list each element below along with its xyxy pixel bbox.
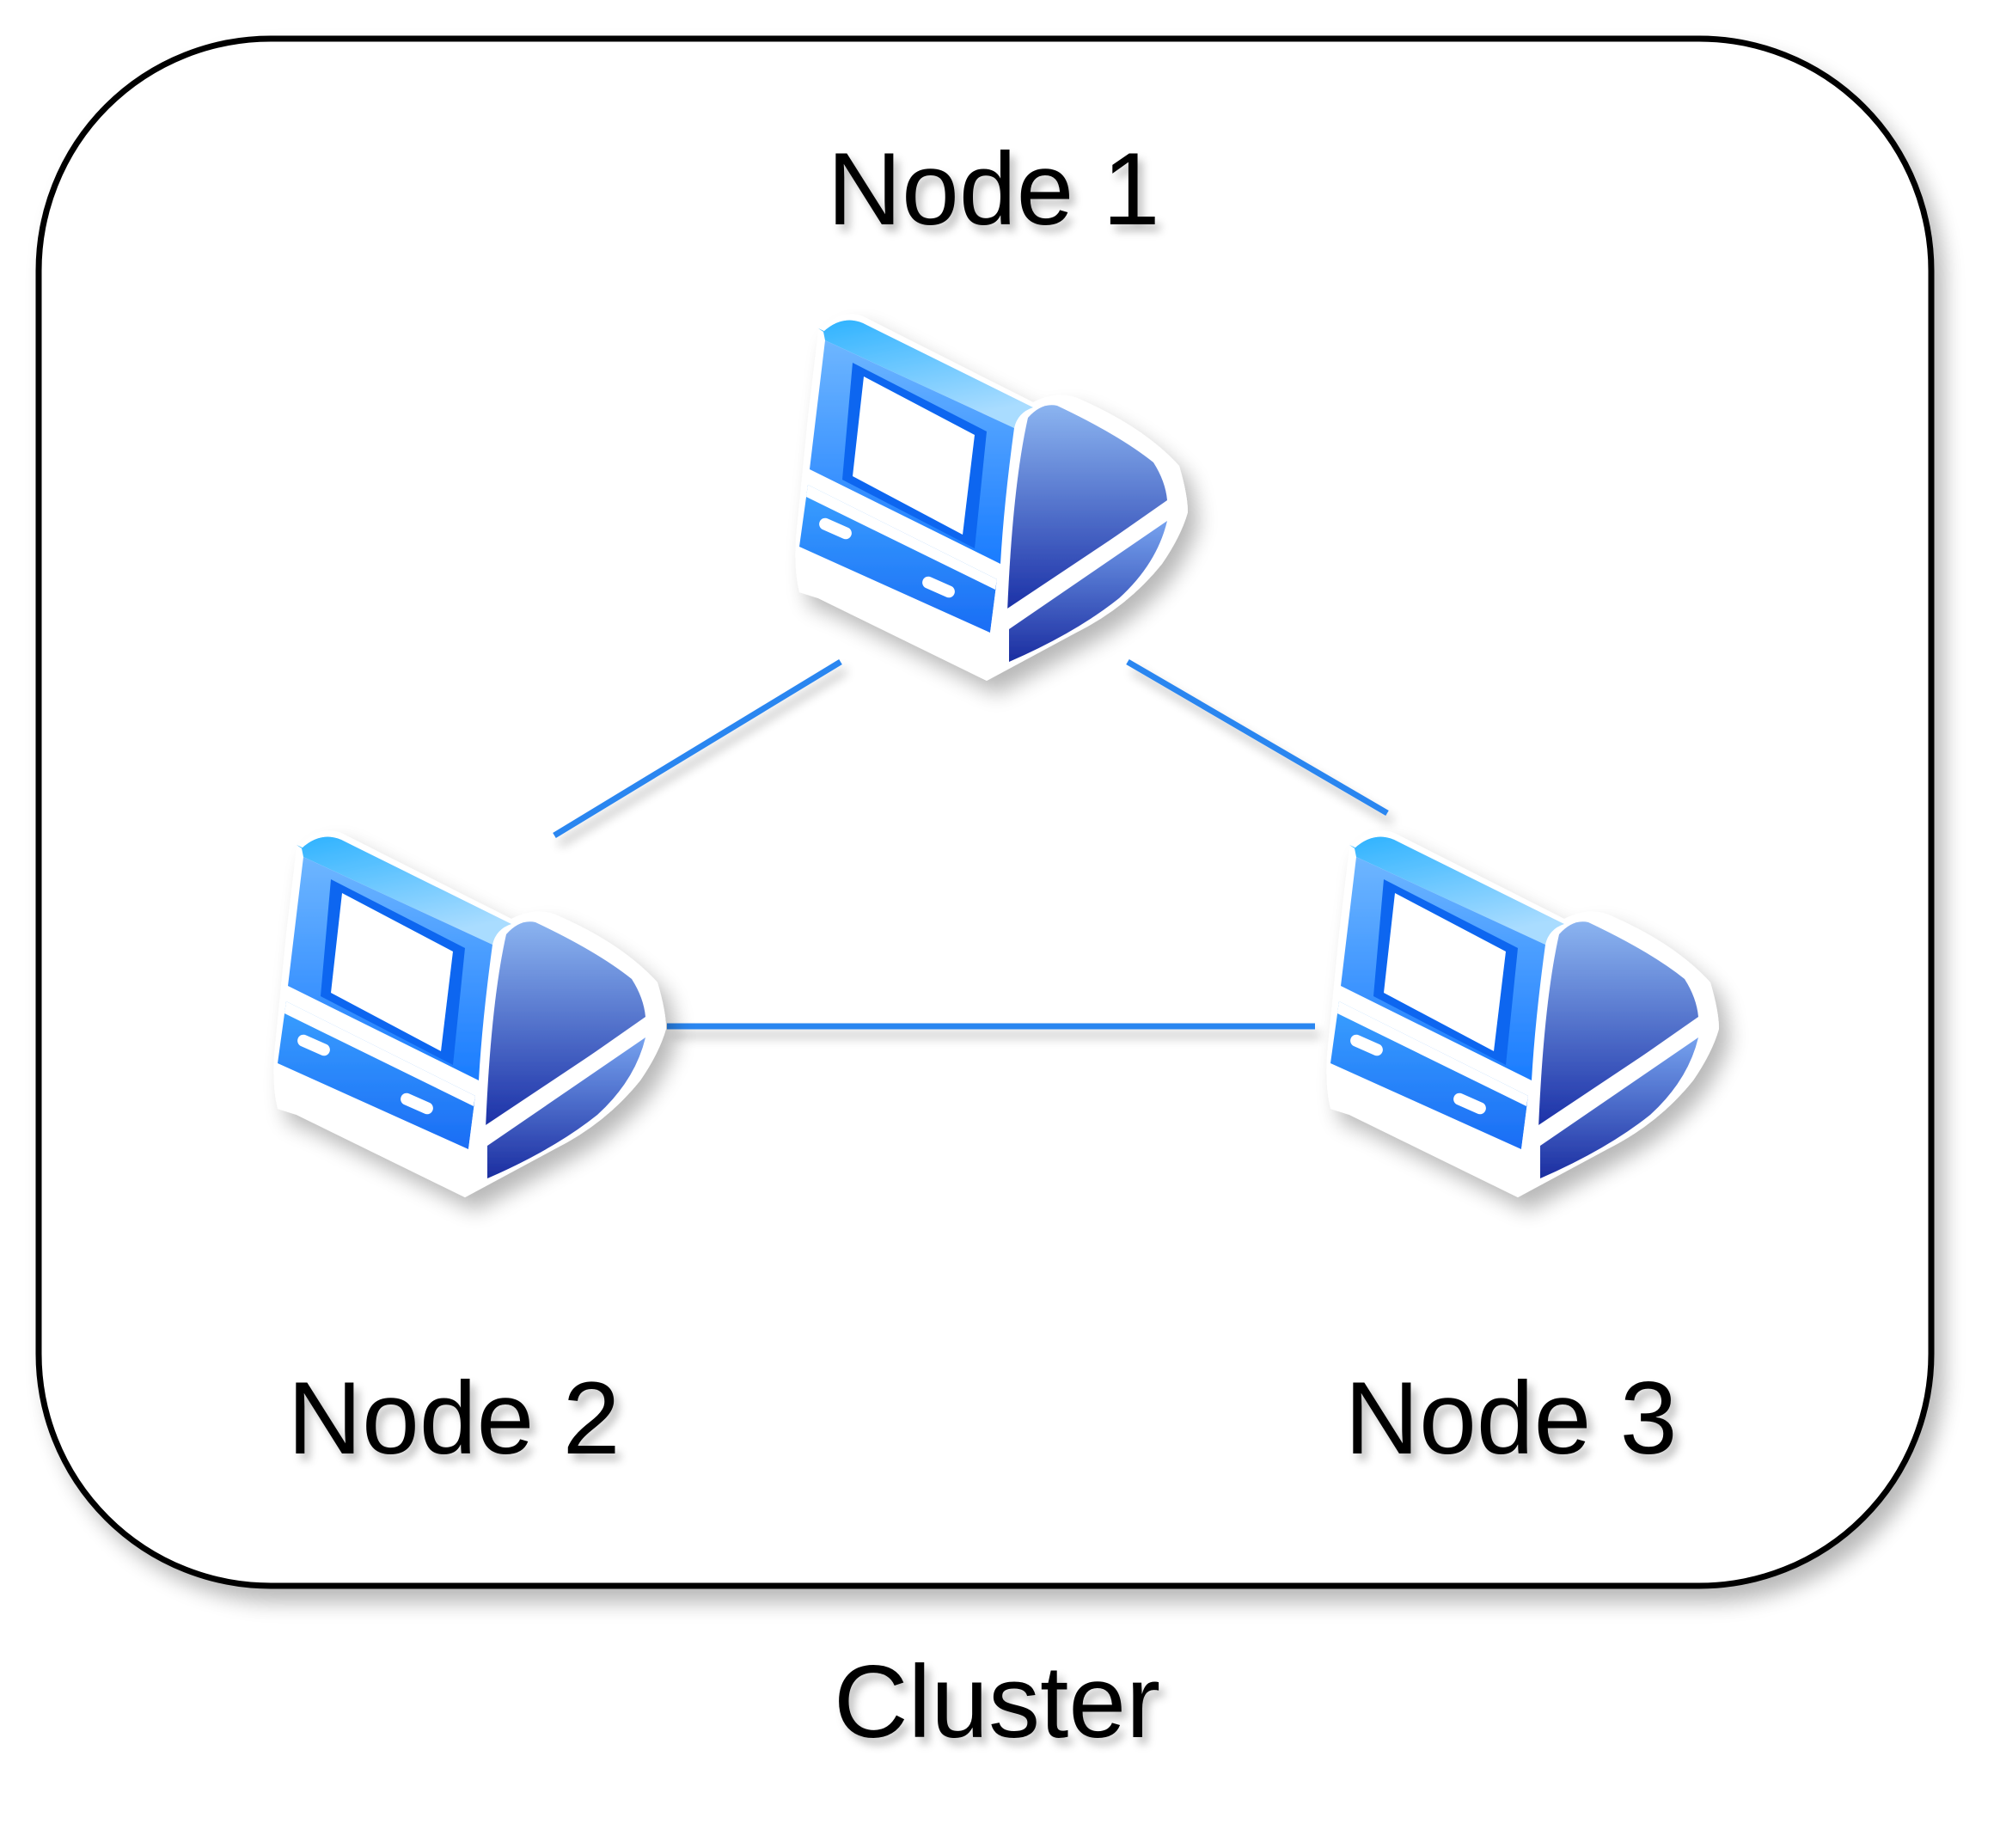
node-3-label: Node 3 bbox=[1344, 1361, 1678, 1476]
link-node1-node3 bbox=[1126, 658, 1389, 817]
cluster-label: Cluster bbox=[833, 1644, 1161, 1759]
node-2-label: Node 2 bbox=[287, 1361, 621, 1476]
cluster-frame bbox=[35, 35, 1935, 1589]
link-node1-node2 bbox=[553, 659, 842, 838]
node-1-label: Node 1 bbox=[827, 132, 1160, 247]
